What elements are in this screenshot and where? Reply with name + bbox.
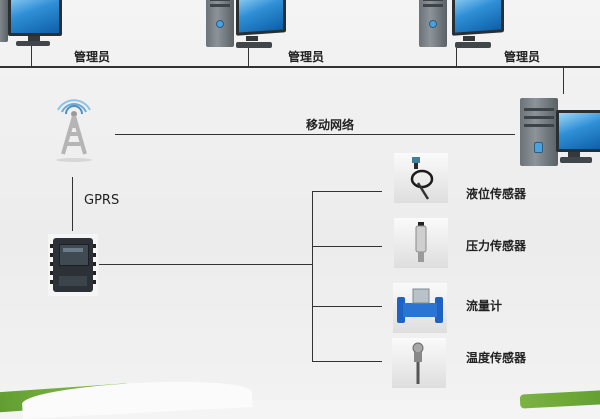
gprs-label: GPRS (84, 193, 120, 208)
data-logger-icon (48, 234, 98, 296)
admin-label-3: 管理员 (504, 50, 541, 64)
admin-label-2: 管理员 (288, 50, 325, 64)
admin-3-drop (456, 48, 457, 66)
signal-tower-icon (50, 92, 98, 172)
sensor-label-temperature: 温度传感器 (466, 351, 527, 365)
level-sensor-icon (394, 153, 448, 203)
sensor-label-pressure: 压力传感器 (466, 239, 527, 253)
footer-green-band-right (519, 389, 600, 409)
admin-label-1: 管理员 (74, 50, 111, 64)
sensor-trunk-line (312, 191, 313, 361)
branch-flow (312, 306, 382, 307)
admin-bus-line (0, 66, 600, 68)
sensor-label-flow: 流量计 (466, 299, 503, 313)
footer-white-swoosh (21, 377, 253, 419)
gprs-line (72, 177, 73, 231)
sensor-label-level: 液位传感器 (466, 187, 527, 201)
branch-level (312, 191, 382, 192)
admin-1-drop (31, 46, 32, 66)
branch-pressure (312, 246, 382, 247)
branch-temperature (312, 361, 382, 362)
admin-2-drop (248, 48, 249, 66)
pressure-sensor-icon (394, 218, 448, 268)
flow-meter-icon (393, 283, 447, 333)
mobile-network-label: 移动网络 (306, 118, 355, 132)
mobile-network-line (115, 134, 515, 135)
bus-to-server-line (563, 67, 564, 94)
temperature-sensor-icon (392, 338, 446, 388)
logger-to-sensors-line (99, 264, 312, 265)
